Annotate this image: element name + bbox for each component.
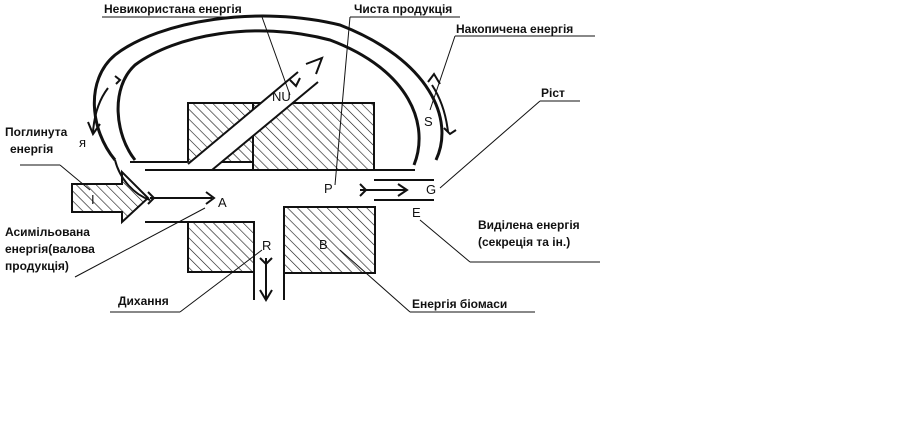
leader-stored-diag <box>429 35 456 111</box>
leader-absorbed-diag <box>59 164 91 191</box>
loop-arrow-right <box>431 84 449 133</box>
label-unused-energy: Невикористана енергія <box>104 2 242 16</box>
nu-channel <box>185 70 318 172</box>
r-arrow-tail <box>259 257 273 266</box>
symbol-p: P <box>324 181 333 196</box>
leader-excreted-diag <box>419 219 471 263</box>
leader-biomass-diag <box>339 249 411 313</box>
flow-a-head <box>205 191 216 205</box>
nu-arrow-tail <box>289 77 301 88</box>
nu-channel-edge-1 <box>187 71 299 165</box>
loop-arrow-right-head <box>427 72 441 85</box>
loop-arrow-left-head <box>87 121 101 137</box>
flow-g-head <box>397 183 409 197</box>
symbol-i: I <box>91 192 95 207</box>
label-excreted-1: Виділена енергія <box>478 218 580 232</box>
label-assimilated-2: енергія(валова <box>5 242 95 256</box>
loop-arrow-left-tail <box>114 75 122 85</box>
symbol-b: B <box>319 237 328 252</box>
label-assimilated-3: продукція) <box>5 259 69 273</box>
input-arrow-i <box>71 169 150 225</box>
loop-arrow-right-tail <box>443 127 457 136</box>
symbol-ya: я <box>79 135 86 150</box>
leader-respiration-diag <box>179 249 263 313</box>
loop-arrow-left <box>92 87 109 133</box>
outer-loop-inner <box>116 29 421 166</box>
nu-channel-edge-2 <box>211 81 319 171</box>
leader-assimilated <box>74 207 206 278</box>
label-excreted-2: (секреція та ін.) <box>478 235 570 249</box>
r-arrow-head <box>259 289 273 302</box>
symbol-e: E <box>412 205 421 220</box>
nu-arrow-head <box>305 56 324 75</box>
leader-growth-diag <box>439 100 541 189</box>
block-biomass <box>283 206 376 274</box>
label-stored-energy: Накопичена енергія <box>456 22 573 36</box>
leader-unused-diag <box>261 16 291 96</box>
label-biomass-energy: Енергія біомаси <box>412 297 507 311</box>
symbol-nu: NU <box>272 89 291 104</box>
label-growth: Ріст <box>541 86 565 100</box>
flow-g-tail <box>359 183 368 197</box>
block-lower-left <box>187 221 255 273</box>
symbol-r: R <box>262 238 271 253</box>
label-absorbed-2: енергія <box>10 142 53 156</box>
label-absorbed-1: Поглинута <box>5 125 68 139</box>
label-respiration: Дихання <box>118 294 169 308</box>
symbol-s: S <box>424 114 433 129</box>
label-assimilated-1: Асимільована <box>5 225 90 239</box>
leader-net-diag <box>334 16 351 186</box>
symbol-g: G <box>426 182 436 197</box>
label-net-production: Чиста продукція <box>354 2 452 16</box>
flow-a-tail <box>147 191 156 205</box>
symbol-a: A <box>218 195 227 210</box>
